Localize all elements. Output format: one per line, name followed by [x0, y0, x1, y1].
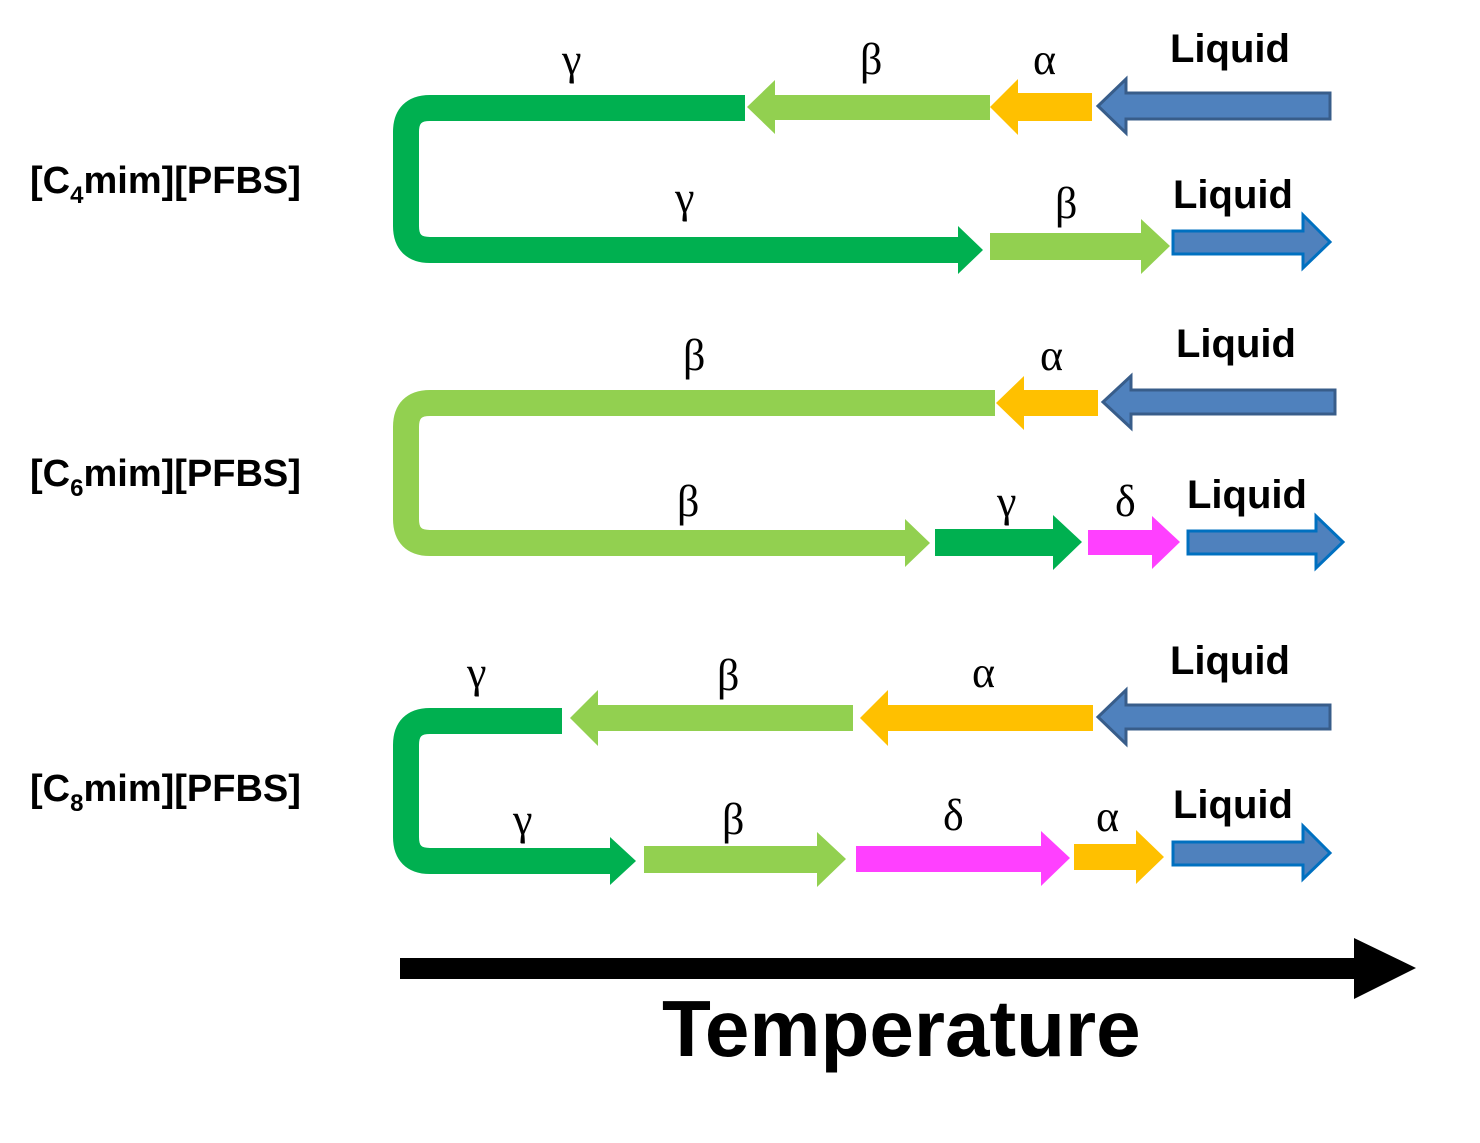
c6-heating-path [905, 512, 1346, 572]
c8-cool-gamma-label: γ [466, 648, 486, 697]
c6-labels: Liquid α β β γ δ Liquid [677, 322, 1307, 526]
c4-cool-beta-label: β [860, 35, 882, 84]
c8-heat-liquid-label: Liquid [1173, 783, 1293, 827]
c8-cool-alpha-label: α [972, 648, 995, 697]
c6-delta-heat-arrow [1088, 516, 1180, 569]
c4-gamma-heat-arrowhead [958, 226, 983, 274]
c8-labels: Liquid α β γ γ β δ α Liquid [466, 639, 1293, 844]
temperature-axis: Temperature [400, 938, 1416, 1073]
c4-alpha-cool-arrow [990, 79, 1092, 135]
c8-alpha-heat-arrow [1074, 830, 1164, 884]
c8-beta-heat-arrow [644, 832, 846, 887]
c8-heating-path [610, 822, 1333, 887]
c8-gamma-bend [393, 708, 615, 874]
c4-beta-heat-arrow [990, 219, 1170, 274]
c8-liquid-heat-arrow [1171, 822, 1333, 883]
c4-labels: Liquid α β γ γ β Liquid [561, 27, 1293, 228]
compound-label-c4: [C4mim][PFBS] [30, 160, 301, 209]
c4-liquid-heat-arrow [1171, 211, 1333, 272]
c6-heat-beta-label: β [677, 477, 699, 526]
c6-heat-gamma-label: γ [996, 477, 1016, 526]
c4-cool-alpha-label: α [1033, 35, 1056, 84]
c4-cool-liquid-label: Liquid [1170, 27, 1290, 71]
compound-label-c6: [C6mim][PFBS] [30, 453, 301, 502]
compound-label-c8: [C8mim][PFBS] [30, 768, 301, 817]
c6-liquid-heat-arrow [1186, 512, 1346, 572]
c6-cool-liquid-label: Liquid [1176, 322, 1296, 366]
c8-gamma-heat-arrowhead [610, 837, 636, 885]
compound-suffix: mim][PFBS] [83, 160, 301, 202]
c8-heat-delta-label: δ [943, 791, 964, 840]
compound-prefix: [C [30, 453, 71, 495]
c6-heat-delta-label: δ [1115, 477, 1136, 526]
c8-cool-liquid-label: Liquid [1170, 639, 1290, 683]
compound-subscript: 6 [70, 475, 84, 502]
compound-suffix: mim][PFBS] [83, 453, 301, 495]
compound-subscript: 4 [70, 182, 84, 209]
c8-alpha-cool-arrow [860, 690, 1093, 746]
c4-gamma-bend [393, 95, 962, 263]
c4-cool-gamma-label: γ [561, 35, 581, 84]
c6-cooling-path [393, 372, 1337, 556]
c6-beta-heat-arrowhead [905, 519, 930, 567]
c8-cooling-path [393, 686, 1332, 874]
c8-heat-alpha-label: α [1096, 792, 1119, 841]
compound-suffix: mim][PFBS] [83, 768, 301, 810]
c8-delta-heat-arrow [856, 831, 1070, 886]
c6-alpha-cool-arrow [996, 376, 1098, 430]
c4-beta-cool-arrow [747, 80, 990, 134]
c8-heat-beta-label: β [722, 795, 744, 844]
c4-cooling-path [393, 75, 1332, 263]
c4-liquid-cool-arrow [1095, 75, 1332, 137]
c8-cool-beta-label: β [717, 651, 739, 700]
c8-beta-cool-arrow [570, 690, 853, 746]
compound-prefix: [C [30, 768, 71, 810]
compound-subscript: 8 [70, 790, 84, 817]
c4-heat-beta-label: β [1055, 179, 1077, 228]
compound-prefix: [C [30, 160, 71, 202]
c6-cool-beta-label: β [683, 331, 705, 380]
temperature-axis-arrow [400, 938, 1416, 999]
c8-liquid-cool-arrow [1095, 686, 1332, 748]
c6-cool-alpha-label: α [1040, 331, 1063, 380]
c6-heat-liquid-label: Liquid [1187, 473, 1307, 517]
c6-liquid-cool-arrow [1100, 372, 1337, 432]
c6-beta-bend [393, 390, 995, 556]
c6-gamma-heat-arrow [935, 515, 1082, 570]
c4-heat-liquid-label: Liquid [1173, 173, 1293, 217]
c8-heat-gamma-label: γ [512, 795, 532, 844]
c4-heat-gamma-label: γ [674, 173, 694, 222]
temperature-axis-label: Temperature [662, 984, 1141, 1073]
c4-heating-path [958, 211, 1333, 274]
